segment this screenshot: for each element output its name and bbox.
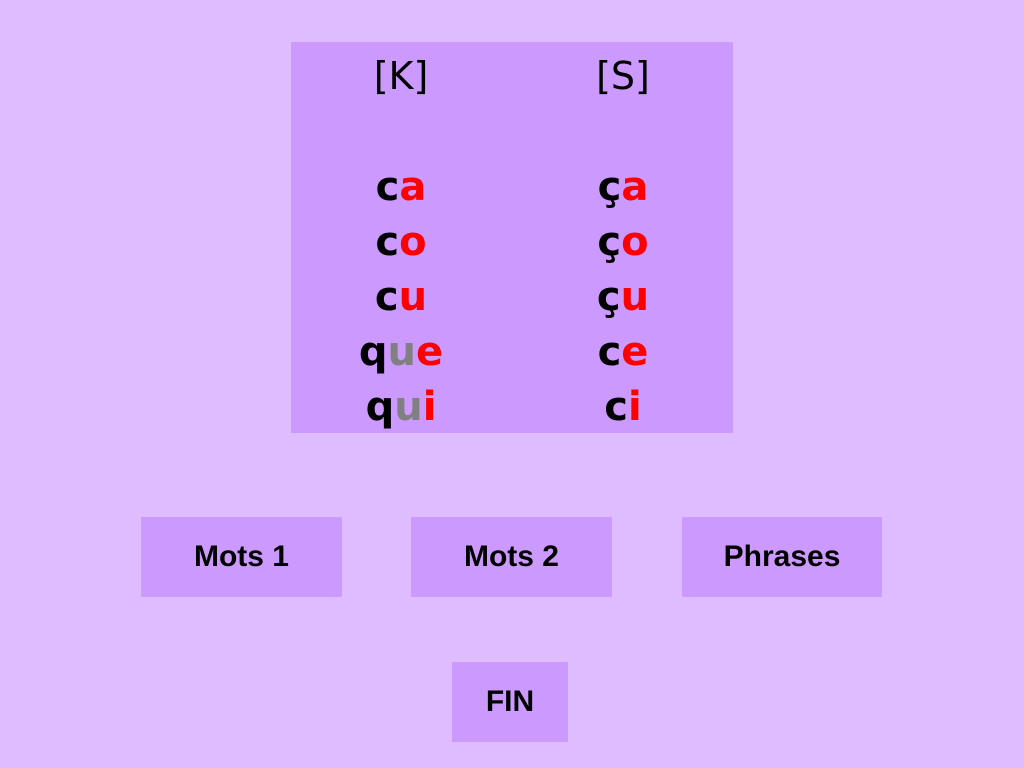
syllable-letter: u [387,329,416,375]
syllable-letter: o [621,219,649,265]
syllable-letter: u [620,274,650,320]
syllable-letter: c [597,329,622,375]
syllable-letter: e [415,329,444,375]
phrases-button[interactable]: Phrases [682,517,882,597]
syllable: qui [301,380,501,435]
mots-2-button[interactable]: Mots 2 [411,517,612,597]
s-header: [S] [596,54,650,98]
fin-button[interactable]: FIN [452,662,568,742]
syllable-letter: q [365,384,395,430]
syllable: ca [301,160,501,215]
syllable: ci [523,380,723,435]
syllable-letter: c [375,164,400,210]
syllable: ço [523,215,723,270]
syllable: ça [523,160,723,215]
syllable-letter: o [399,219,427,265]
syllable-letter: i [628,384,642,430]
syllable: que [301,325,501,380]
syllable-letter: ç [597,219,622,265]
syllable: ce [523,325,723,380]
syllable-letter: c [604,384,628,430]
syllable-letter: u [398,274,428,320]
syllable-letter: a [399,164,427,210]
syllable-letter: q [358,329,388,375]
syllable: cu [301,270,501,325]
syllable-letter: c [374,274,399,320]
mots-1-button[interactable]: Mots 1 [141,517,342,597]
syllable-letter: i [422,384,437,430]
syllable-letter: a [621,164,649,210]
k-header: [K] [373,54,429,98]
syllable-letter: ç [597,164,622,210]
syllable: çu [523,270,723,325]
syllable-letter: c [375,219,400,265]
syllable-letter: ç [596,274,621,320]
syllable-letter: u [394,384,423,430]
syllable: co [301,215,501,270]
syllable-letter: e [621,329,649,375]
